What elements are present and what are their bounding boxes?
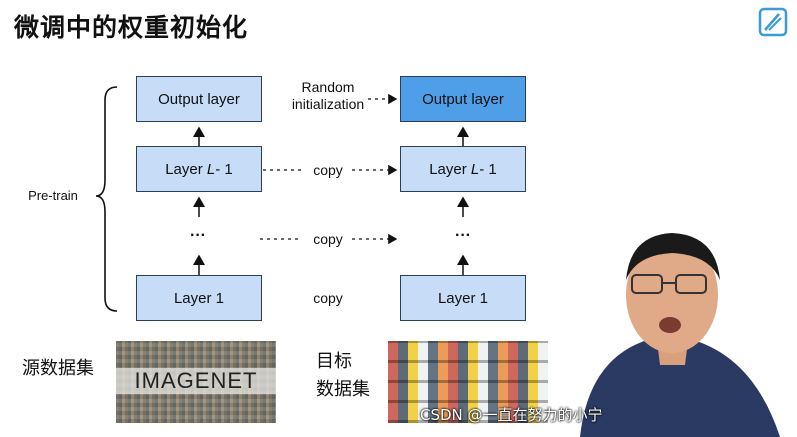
layer-label-prefix: Layer xyxy=(429,160,467,178)
layer-label-suffix: - 1 xyxy=(479,160,497,178)
layer-label-prefix: Layer xyxy=(165,160,203,178)
random-init-label-line2: initialization xyxy=(291,96,365,112)
target-layer-1: Layer 1 xyxy=(400,275,526,321)
source-ellipsis: ··· xyxy=(190,227,206,244)
random-init-label-line1: Random xyxy=(301,79,355,95)
copy-label-middle: copy xyxy=(313,231,343,247)
target-dataset-label-line2: 数据集 xyxy=(316,379,370,400)
copy-label-top: copy xyxy=(313,162,343,178)
source-layer-l-minus-1: Layer L - 1 xyxy=(136,146,262,192)
source-layer-1: Layer 1 xyxy=(136,275,262,321)
csdn-watermark: CSDN @一直在努力的小宁 xyxy=(420,406,603,424)
source-dataset-label: 源数据集 xyxy=(22,358,94,379)
presenter-silhouette-icon xyxy=(580,233,780,437)
target-output-layer: Output layer xyxy=(400,76,526,122)
copy-label-bottom: copy xyxy=(313,290,343,306)
target-layer-l-minus-1: Layer L - 1 xyxy=(400,146,526,192)
layer-label-suffix: - 1 xyxy=(215,160,233,178)
target-ellipsis: ··· xyxy=(455,227,471,244)
pretrain-label: Pre-train xyxy=(28,188,78,203)
presenter-video xyxy=(560,225,797,437)
source-output-layer: Output layer xyxy=(136,76,262,122)
imagenet-image: IMAGENET xyxy=(116,341,276,423)
layer-var: L xyxy=(470,160,480,178)
target-dataset-label-line1: 目标 xyxy=(316,351,352,372)
car-dataset-image xyxy=(388,341,548,423)
slide-title: 微调中的权重初始化 xyxy=(14,13,249,42)
imagenet-text: IMAGENET xyxy=(116,368,276,394)
bilibili-logo-icon xyxy=(758,7,788,37)
layer-var: L xyxy=(206,160,216,178)
